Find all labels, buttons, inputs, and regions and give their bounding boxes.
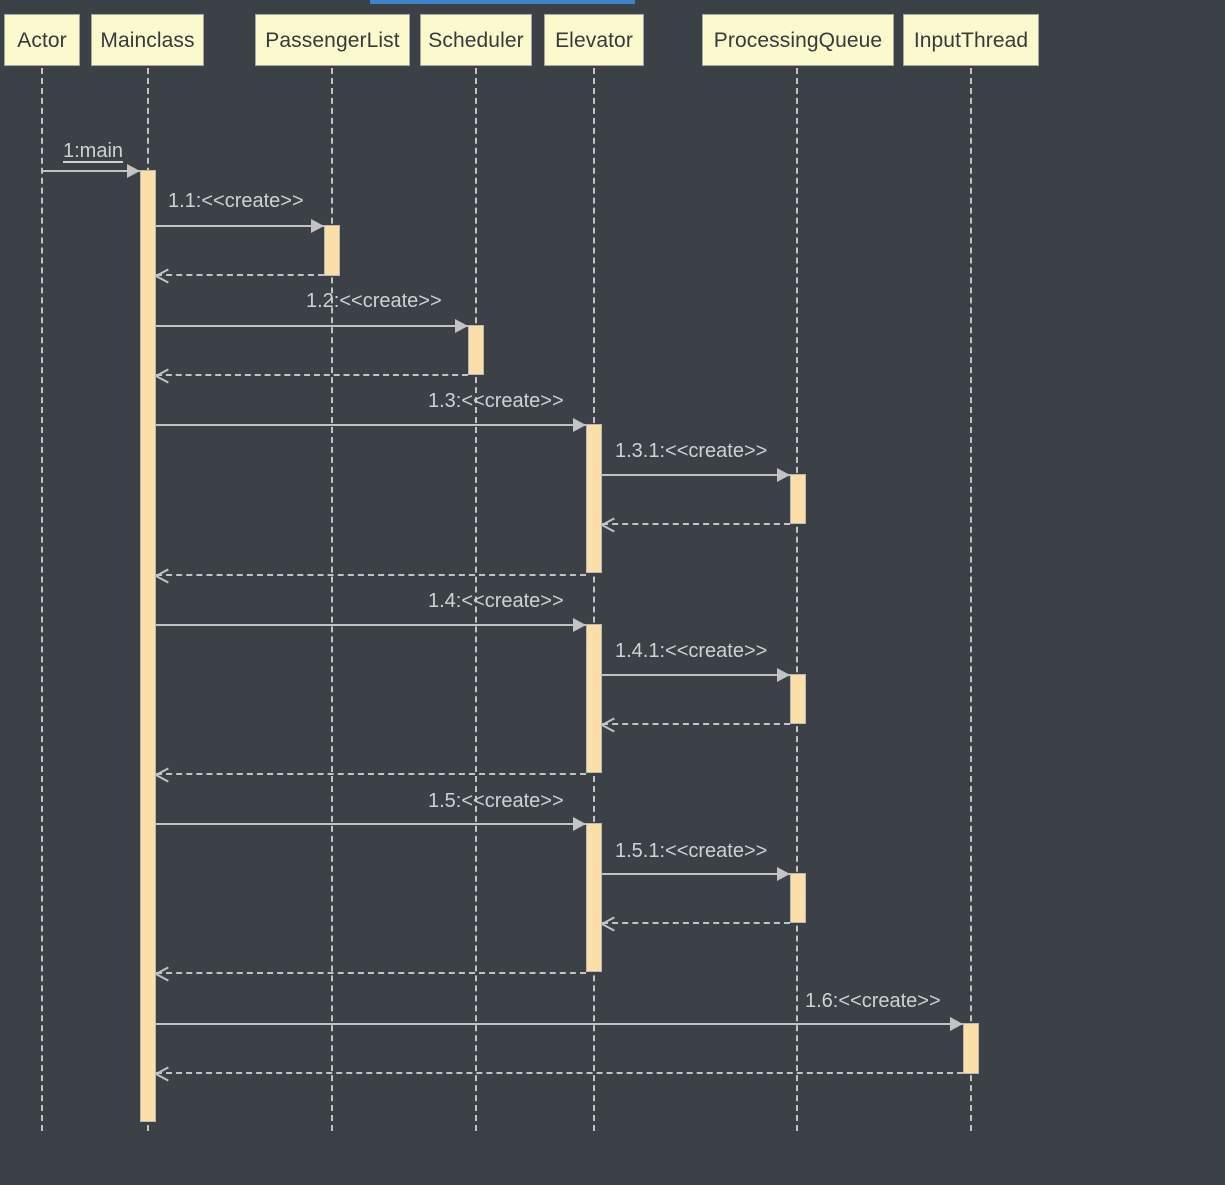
lifeline-header-label: Elevator	[555, 28, 633, 52]
arrow-head-m1_3_1	[777, 468, 790, 482]
lifeline-scheduler	[475, 68, 477, 1131]
lifeline-header-passengerlist[interactable]: PassengerList	[255, 14, 410, 66]
message-label-m1_4: 1.4:<<create>>	[428, 590, 564, 612]
message-line-m1_3[interactable]	[156, 424, 586, 426]
message-label-m1_6: 1.6:<<create>>	[805, 990, 941, 1012]
arrow-head-m1_2	[455, 319, 468, 333]
message-line-m1_1[interactable]	[156, 225, 324, 227]
lifeline-header-inputthread[interactable]: InputThread	[903, 14, 1039, 66]
message-line-m1_3_1r[interactable]	[602, 523, 790, 525]
message-line-m1[interactable]	[42, 170, 140, 172]
activation-bar-mainclass[interactable]	[140, 170, 156, 1122]
lifeline-header-label: PassengerList	[265, 28, 400, 52]
message-label-m1_1: 1.1:<<create>>	[168, 190, 304, 212]
activation-bar-inputthread[interactable]	[963, 1023, 979, 1074]
lifeline-header-label: Mainclass	[100, 28, 195, 52]
message-line-m1_2r[interactable]	[156, 374, 468, 376]
lifeline-actor	[41, 68, 43, 1131]
message-line-m1_2[interactable]	[156, 325, 468, 327]
lifeline-header-label: Scheduler	[428, 28, 524, 52]
arrow-head-m1_3	[573, 418, 586, 432]
message-line-m1_4r[interactable]	[156, 773, 586, 775]
arrow-head-m1_4	[573, 618, 586, 632]
message-line-m1_4_1[interactable]	[602, 674, 790, 676]
message-label-m1_5: 1.5:<<create>>	[428, 790, 564, 812]
activation-bar-elevator[interactable]	[586, 624, 602, 773]
lifeline-header-scheduler[interactable]: Scheduler	[420, 14, 532, 66]
message-label-m1_2: 1.2:<<create>>	[306, 290, 442, 312]
message-line-m1_1r[interactable]	[156, 274, 324, 276]
message-line-m1_3_1[interactable]	[602, 474, 790, 476]
arrow-head-m1_5_1	[777, 867, 790, 881]
lifeline-header-label: Actor	[17, 28, 67, 52]
activation-bar-scheduler[interactable]	[468, 325, 484, 375]
message-label-m1_3: 1.3:<<create>>	[428, 390, 564, 412]
activation-bar-elevator[interactable]	[586, 823, 602, 972]
arrow-head-m1	[127, 164, 140, 178]
lifeline-header-mainclass[interactable]: Mainclass	[91, 14, 204, 66]
arrow-head-m1_6	[950, 1017, 963, 1031]
lifeline-header-processingqueue[interactable]: ProcessingQueue	[702, 14, 894, 66]
message-line-m1_5r[interactable]	[156, 972, 586, 974]
message-line-m1_5[interactable]	[156, 823, 586, 825]
activation-bar-processingqueue[interactable]	[790, 474, 806, 524]
lifeline-header-actor[interactable]: Actor	[4, 14, 80, 66]
activation-bar-elevator[interactable]	[586, 424, 602, 573]
lifeline-inputthread	[970, 68, 972, 1131]
lifeline-header-label: ProcessingQueue	[713, 28, 883, 52]
message-line-m1_5_1r[interactable]	[602, 922, 790, 924]
message-line-m1_6r[interactable]	[156, 1072, 963, 1074]
activation-bar-processingqueue[interactable]	[790, 873, 806, 923]
message-line-m1_4_1r[interactable]	[602, 723, 790, 725]
activation-bar-processingqueue[interactable]	[790, 674, 806, 724]
message-label-m1: 1:main	[63, 140, 124, 162]
message-line-m1_6[interactable]	[156, 1023, 963, 1025]
arrow-head-m1_4_1	[777, 668, 790, 682]
message-label-m1_4_1: 1.4.1:<<create>>	[615, 640, 768, 662]
message-label-m1_5_1: 1.5.1:<<create>>	[615, 840, 768, 862]
message-line-m1_3r[interactable]	[156, 574, 586, 576]
lifeline-header-label: InputThread	[913, 28, 1029, 52]
lifeline-elevator	[593, 68, 595, 1131]
activation-bar-passengerlist[interactable]	[324, 225, 340, 276]
message-label-m1_3_1: 1.3.1:<<create>>	[615, 440, 768, 462]
top-accent-bar	[370, 0, 635, 4]
lifeline-processingqueue	[796, 68, 798, 1131]
message-line-m1_4[interactable]	[156, 624, 586, 626]
message-line-m1_5_1[interactable]	[602, 873, 790, 875]
lifeline-passengerlist	[331, 68, 333, 1131]
arrow-head-m1_5	[573, 817, 586, 831]
arrow-head-m1_1	[311, 219, 324, 233]
lifeline-header-elevator[interactable]: Elevator	[544, 14, 644, 66]
